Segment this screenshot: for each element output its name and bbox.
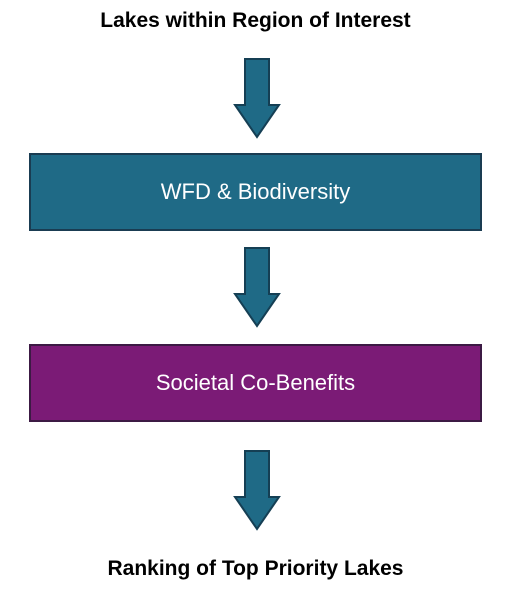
down-arrow-icon	[233, 247, 281, 328]
down-arrow-icon	[233, 450, 281, 531]
diagram-title-top: Lakes within Region of Interest	[100, 9, 411, 32]
stage-label: WFD & Biodiversity	[160, 179, 351, 204]
down-arrow-icon	[233, 58, 281, 139]
stage-societal-co-benefits: Societal Co-Benefits	[29, 344, 482, 422]
stage-wfd-biodiversity: WFD & Biodiversity	[29, 153, 482, 231]
diagram-title-bottom: Ranking of Top Priority Lakes	[107, 557, 404, 580]
stage-label: Societal Co-Benefits	[155, 370, 356, 395]
